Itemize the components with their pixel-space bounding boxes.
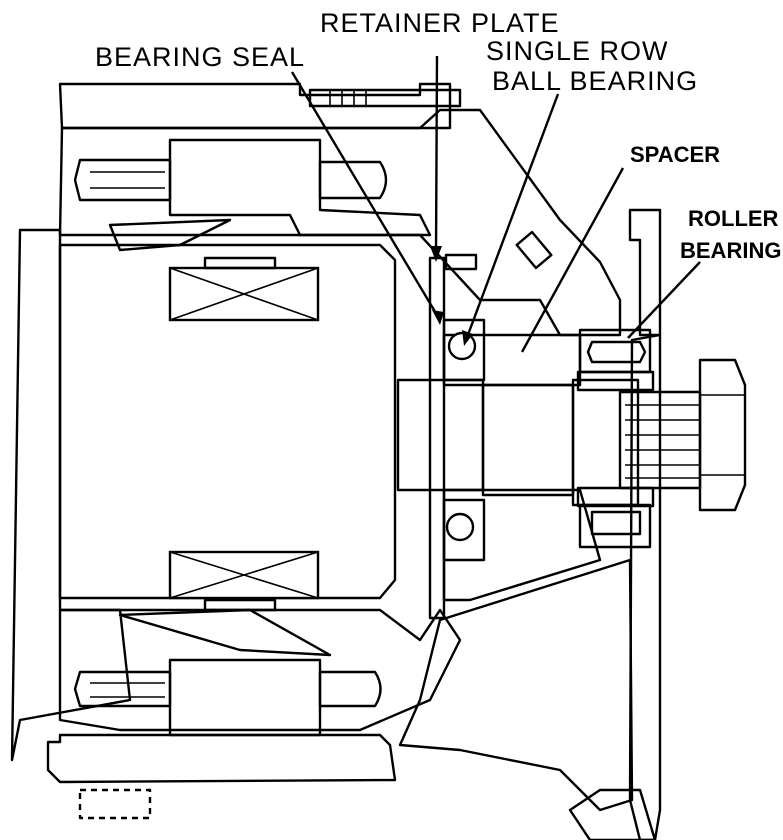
spline-shaft-end [618,358,747,512]
label-single-row: SINGLE ROW [486,36,669,66]
stator [73,138,432,737]
leader-roller-bearing [627,261,701,339]
leader-bearing-seal [290,71,442,321]
roller-bearing [578,328,652,549]
leader-ball-bearing [464,93,560,341]
label-roller: ROLLER [688,206,779,231]
leader-lines [290,55,701,353]
leader-spacer [520,167,625,353]
ball-bearing [442,318,486,562]
leader-retainer-plate [434,55,439,256]
bolts [78,88,553,820]
rotor [58,243,397,612]
label-ball-bearing: BALL BEARING [492,66,698,96]
label-spacer: SPACER [630,142,720,167]
label-retainer-plate: RETAINER PLATE [320,8,560,38]
label-bearing: BEARING [680,238,781,263]
label-bearing-seal: BEARING SEAL [95,42,305,72]
shaft-nut [698,358,747,512]
shaft [396,333,655,602]
